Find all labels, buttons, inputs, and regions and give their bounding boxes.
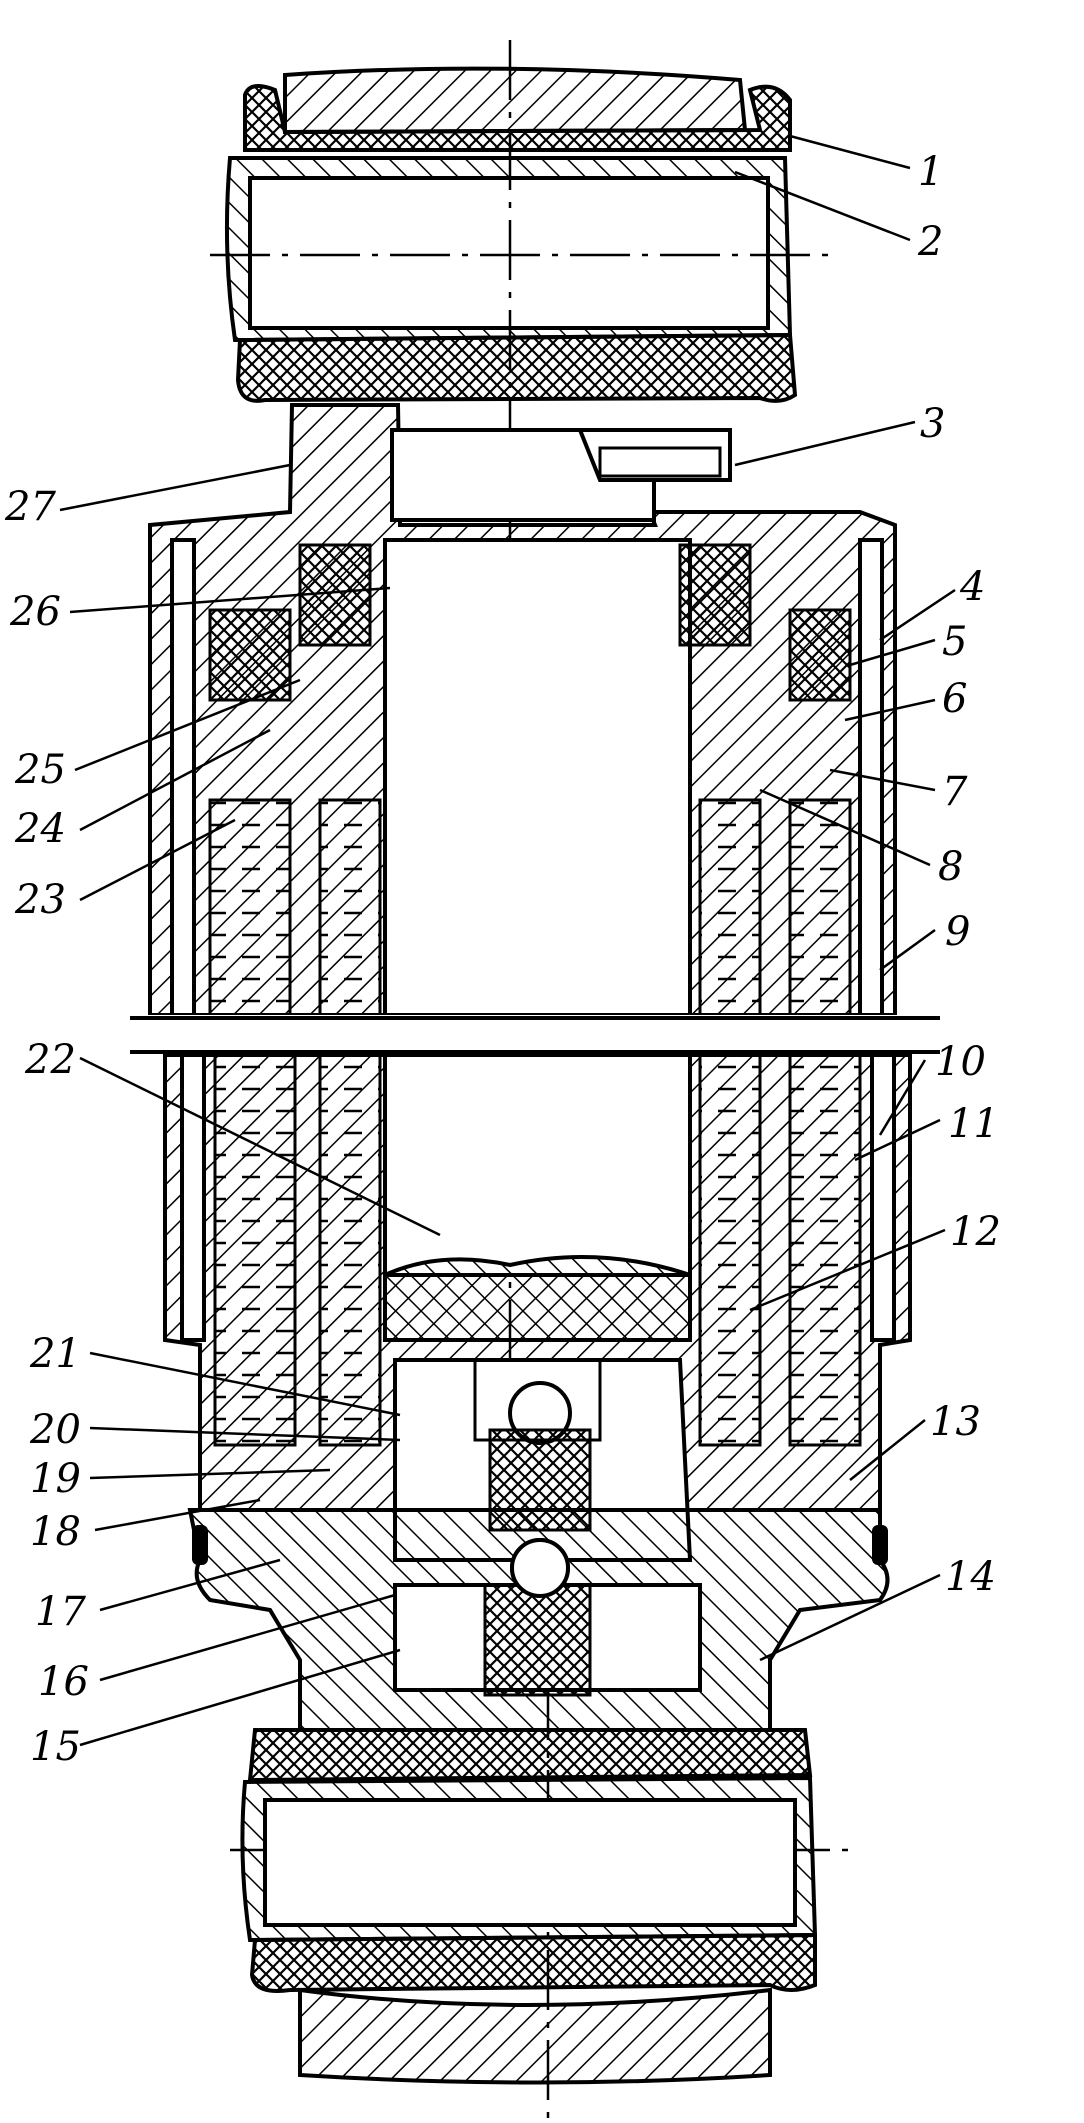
label-8: 8 (938, 844, 963, 890)
label-23: 23 (14, 877, 66, 923)
label-16: 16 (38, 1659, 89, 1705)
part-number-labels: 1 2 3 4 5 6 7 8 9 10 11 12 13 14 15 16 1… (4, 134, 1001, 1770)
label-22: 22 (24, 1037, 76, 1083)
label-25: 25 (14, 747, 66, 793)
label-11: 11 (948, 1101, 999, 1147)
lower-mounting-eye (240, 1728, 818, 2085)
label-14: 14 (945, 1554, 996, 1600)
lower-cylinder-section (163, 1053, 912, 1732)
label-17: 17 (35, 1589, 86, 1635)
label-3: 3 (920, 401, 945, 447)
label-9: 9 (945, 909, 970, 955)
label-5: 5 (942, 619, 967, 665)
label-10: 10 (935, 1039, 986, 1085)
label-15: 15 (30, 1724, 81, 1770)
label-6: 6 (942, 676, 967, 722)
label-2: 2 (917, 219, 943, 265)
label-19: 19 (30, 1456, 81, 1502)
label-1: 1 (918, 149, 943, 195)
label-24: 24 (14, 806, 66, 852)
upper-cylinder-section (148, 403, 897, 1017)
label-12: 12 (950, 1209, 1001, 1255)
label-4: 4 (959, 564, 985, 610)
label-20: 20 (29, 1407, 81, 1453)
label-26: 26 (9, 589, 61, 635)
label-21: 21 (29, 1331, 81, 1377)
label-7: 7 (942, 769, 968, 815)
label-13: 13 (930, 1399, 981, 1445)
section-break (130, 1015, 940, 1055)
label-18: 18 (30, 1509, 81, 1555)
label-27: 27 (4, 484, 56, 530)
